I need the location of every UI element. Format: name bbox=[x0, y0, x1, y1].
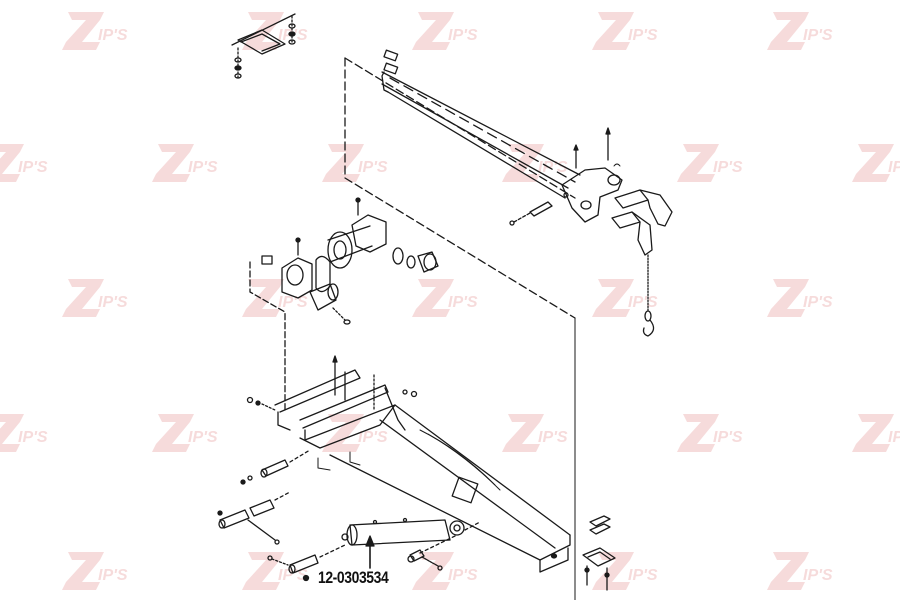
winch-drum-assembly bbox=[249, 197, 439, 411]
crossbar-tube bbox=[381, 49, 581, 199]
hook-pins-chain bbox=[611, 189, 673, 337]
pivot-bracket bbox=[561, 127, 623, 223]
cover-plate-group bbox=[231, 13, 296, 81]
boom-frame bbox=[240, 355, 571, 573]
part-number-callout: 12-0303534 bbox=[318, 568, 389, 587]
bottom-right-clamp bbox=[582, 515, 616, 591]
callout-arrow bbox=[365, 535, 375, 569]
hydraulic-cylinder bbox=[341, 517, 481, 571]
lower-pins bbox=[217, 491, 346, 582]
